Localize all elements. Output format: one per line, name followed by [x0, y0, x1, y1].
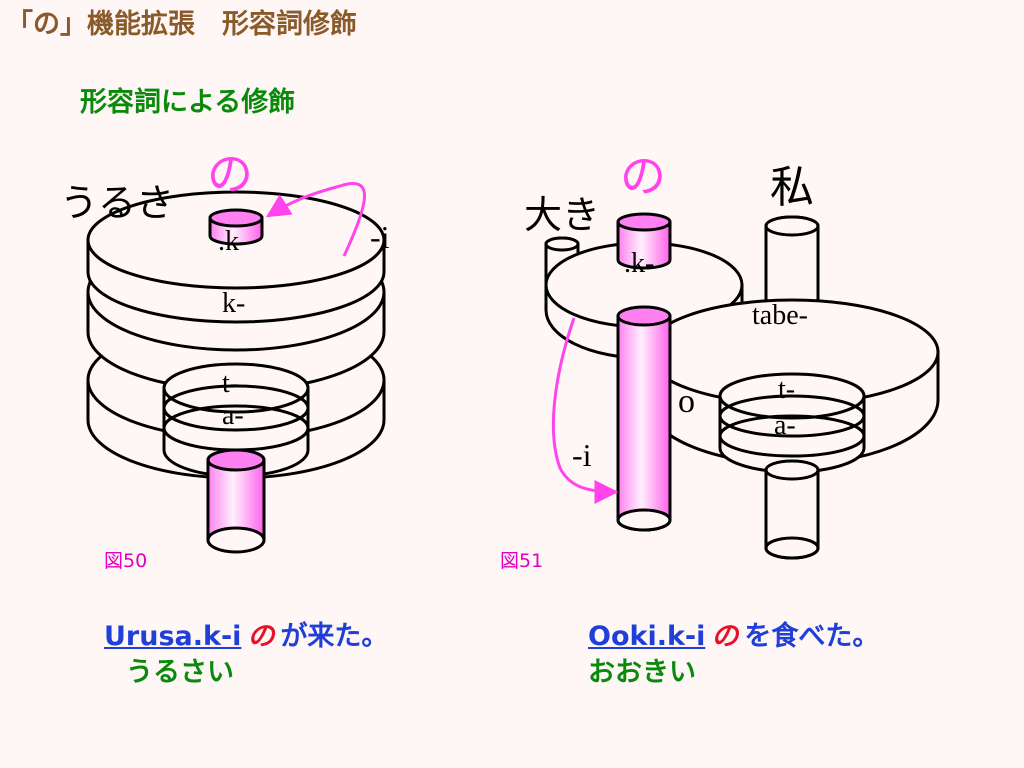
sentence-2-particle: の — [711, 621, 739, 652]
noun-label-fig51: 私 — [770, 162, 814, 213]
layer-label-fig50-3: a- — [222, 400, 244, 431]
layer-label-fig50-0: .k- — [218, 226, 248, 257]
slide-title: 「の」機能拡張 形容詞修飾 — [6, 9, 357, 40]
no-cylinder-top-fig51 — [616, 220, 672, 270]
no-label-fig50: の — [207, 147, 253, 201]
figure-50-caption: 図50 — [104, 550, 148, 572]
sentence-2-source: Ooki.k-i — [588, 621, 706, 652]
layer-label-fig51-left-0: .k- — [624, 248, 654, 279]
sentence-2-rest: を食べた。 — [744, 621, 880, 652]
figure-51-caption: 図51 — [500, 550, 544, 572]
sentence-2-reading: おおきい — [588, 657, 696, 688]
figure-51 — [544, 212, 940, 560]
layer-label-fig51-right-1: t- — [778, 374, 795, 405]
suffix-i-fig50: -i — [370, 219, 390, 255]
sentence-1-rest: が来た。 — [280, 621, 389, 652]
layer-label-fig50-1: k- — [222, 288, 245, 319]
layer-label-fig50-2: t- — [222, 368, 239, 399]
layer-label-fig51-right-0: tabe- — [752, 300, 808, 331]
no-label-fig51: の — [620, 149, 666, 203]
slide-subtitle: 形容詞による修飾 — [80, 87, 296, 118]
arrow-i-fig51 — [551, 317, 619, 504]
figure-50 — [86, 190, 386, 554]
sentence-1-reading: うるさい — [126, 657, 234, 688]
layer-label-fig51-right-2: a- — [774, 410, 796, 441]
arrow-i-fig50 — [265, 182, 366, 257]
sentence-1-particle: の — [247, 621, 275, 652]
adjective-label-fig50: うるさ — [60, 181, 174, 225]
sentence-1-source: Urusa.k-i — [104, 621, 242, 652]
suffix-i-fig51: -i — [572, 437, 592, 473]
adjective-label-fig51: 大き — [524, 193, 600, 237]
object-marker-fig51: o — [678, 383, 695, 420]
no-cylinder-long — [616, 314, 672, 532]
